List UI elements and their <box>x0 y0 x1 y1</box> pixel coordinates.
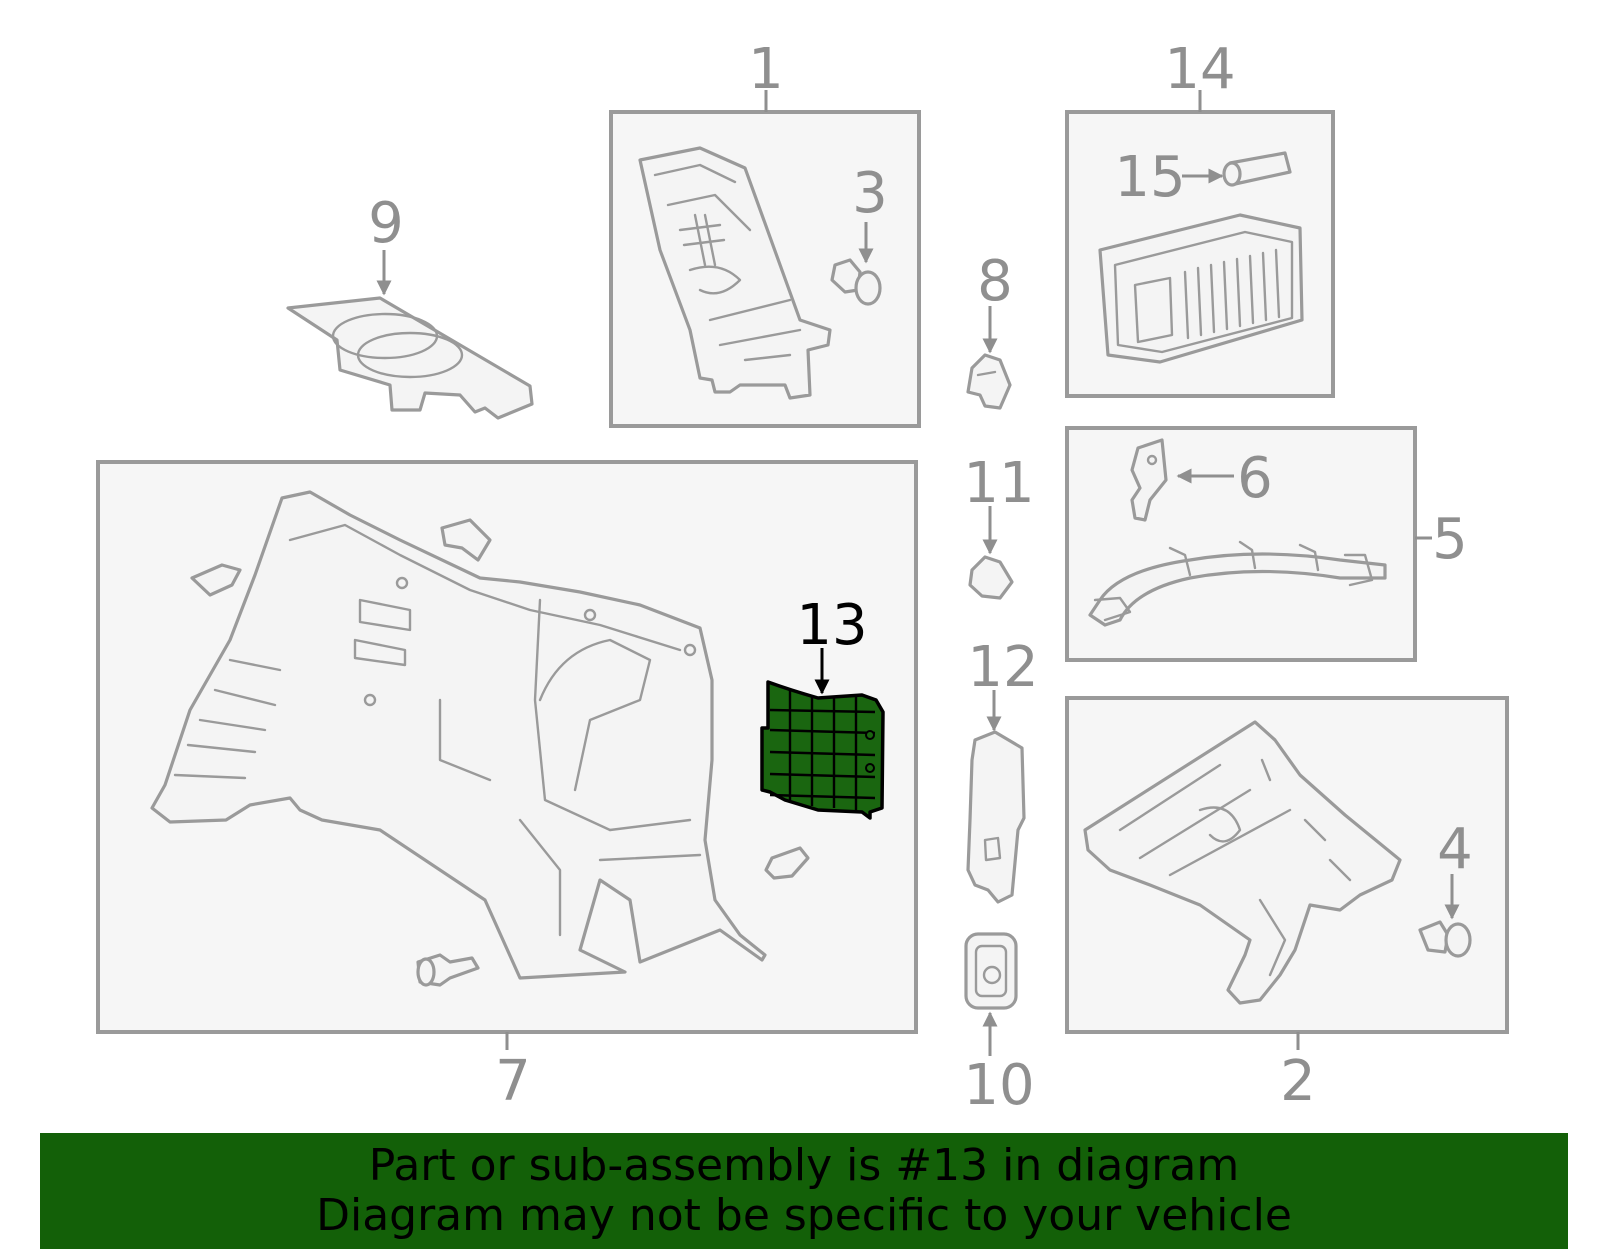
banner-line-2: Diagram may not be specific to your vehi… <box>316 1190 1292 1241</box>
callout-15: 15 <box>1114 145 1185 210</box>
callout-6: 6 <box>1237 446 1273 511</box>
clip-part-11 <box>968 555 1014 600</box>
assembly-box-14: 14 15 <box>1065 37 1335 398</box>
callout-3: 3 <box>852 161 888 226</box>
callout-2: 2 <box>1280 1049 1316 1114</box>
callout-1: 1 <box>748 37 784 102</box>
harness-part <box>1088 540 1387 627</box>
callout-8: 8 <box>977 249 1013 314</box>
clip-b <box>440 518 492 562</box>
callout-5: 5 <box>1432 507 1468 572</box>
garnish-part-12 <box>966 730 1026 904</box>
selected-part-13 <box>760 680 885 820</box>
callout-13: 13 <box>796 593 867 658</box>
clip-a <box>190 563 242 597</box>
bulb-part-15 <box>1222 151 1292 187</box>
callout-12: 12 <box>967 635 1038 700</box>
quarter-trim-part-7 <box>150 490 767 980</box>
cover-part-10 <box>964 932 1018 1010</box>
assembly-box-5: 5 6 <box>1065 426 1468 662</box>
clip-part-3 <box>830 258 882 306</box>
bracket-part-6 <box>1130 438 1168 522</box>
lamp-housing-part <box>1098 213 1304 364</box>
callout-4: 4 <box>1437 817 1473 882</box>
pillar-trim-part <box>638 146 832 400</box>
cup-holder-part-9 <box>286 296 534 420</box>
clip-d <box>416 953 480 987</box>
callout-9: 9 <box>368 191 404 256</box>
banner-line-1: Part or sub-assembly is #13 in diagram <box>368 1140 1240 1191</box>
clip-part-4 <box>1418 920 1472 958</box>
callout-7: 7 <box>495 1049 531 1114</box>
info-banner: Part or sub-assembly is #13 in diagram D… <box>40 1133 1568 1249</box>
assembly-box-2: 2 4 <box>1065 696 1509 1114</box>
assembly-box-1: 1 3 <box>609 37 921 428</box>
trim-part-2 <box>1083 720 1402 1005</box>
callout-10: 10 <box>963 1053 1034 1118</box>
clip-c <box>764 846 810 880</box>
clip-part-8 <box>966 353 1012 410</box>
callout-14: 14 <box>1164 37 1235 102</box>
callout-11: 11 <box>963 451 1034 516</box>
